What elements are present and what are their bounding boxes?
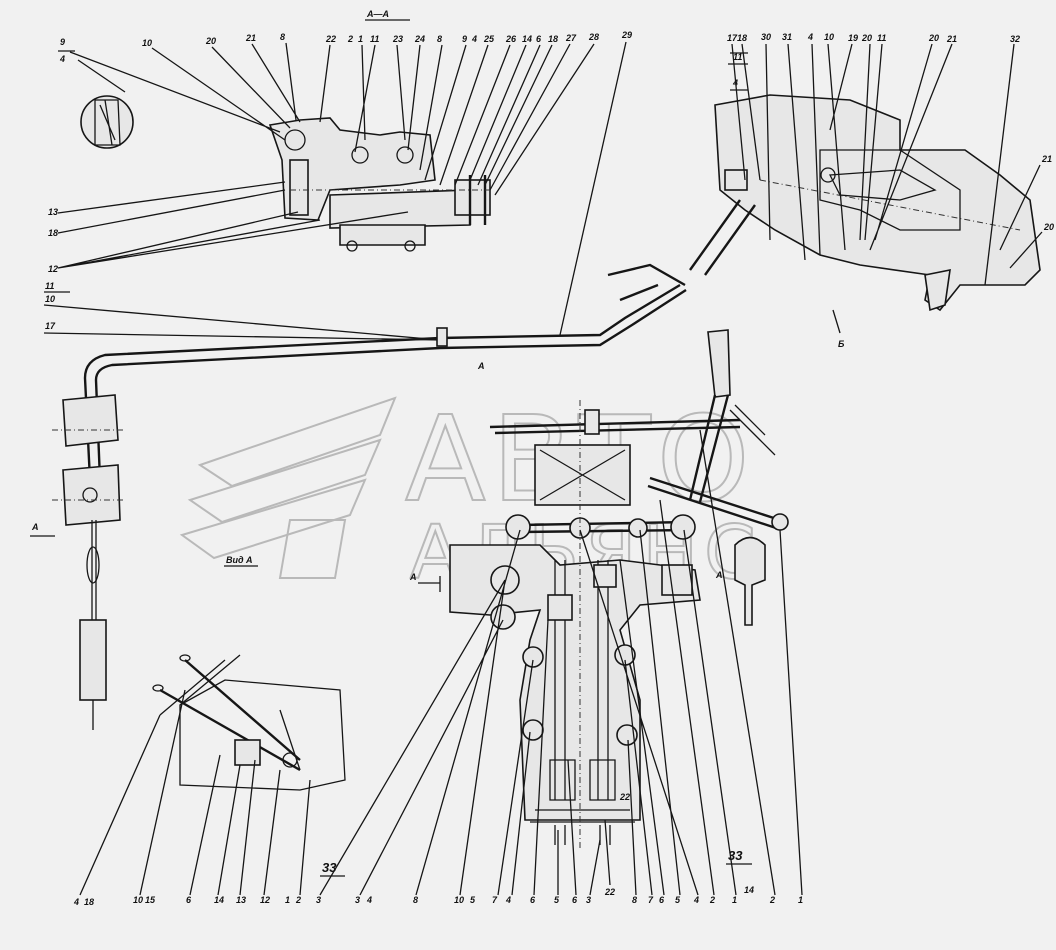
- section-aa-title: А—А: [366, 9, 389, 19]
- callout: 10: [824, 32, 834, 42]
- callout: 10: [454, 895, 464, 905]
- callout: 1: [358, 34, 363, 44]
- callout: 1: [285, 895, 290, 905]
- callout: 22: [325, 34, 336, 44]
- callout: 10: [45, 294, 55, 304]
- callout: 11: [877, 33, 886, 43]
- callout: 22: [604, 887, 615, 897]
- callout: 12: [48, 264, 58, 274]
- callout: 33: [322, 860, 337, 875]
- callout: 18: [737, 33, 747, 43]
- callout: 1: [798, 895, 803, 905]
- callout: 14: [522, 34, 532, 44]
- callout: 32: [1010, 34, 1020, 44]
- callout: 30: [761, 32, 771, 42]
- bottom-callouts: 4 18 10 15 6 14 13 12 1 2 3 3 4 8 10 5 7…: [73, 429, 803, 907]
- callout: 4: [732, 78, 738, 88]
- callout: 10: [142, 38, 152, 48]
- callout: 33: [728, 848, 743, 863]
- callout: 2: [709, 895, 715, 905]
- callout: 14: [744, 885, 754, 895]
- callout: 10: [133, 895, 143, 905]
- callout: 5: [675, 895, 681, 905]
- watermark-logo-icon: [179, 396, 397, 579]
- callout: 27: [565, 33, 577, 43]
- callout: 26: [505, 34, 517, 44]
- callout: 9: [462, 34, 467, 44]
- callout: 6: [572, 895, 578, 905]
- callout: 11: [370, 34, 379, 44]
- callout: 8: [280, 32, 285, 42]
- callout: 24: [414, 34, 425, 44]
- callout: 20: [928, 33, 939, 43]
- callout: 5: [554, 895, 560, 905]
- callout: 3: [316, 895, 321, 905]
- callout: 4: [471, 34, 477, 44]
- top-right-callouts: 17 18 11 4 30 31 4 10 19 20 11 20 21 32 …: [727, 32, 1054, 286]
- callout: 23: [392, 34, 403, 44]
- callout: 13: [48, 207, 58, 217]
- view-b-label: Б: [838, 339, 845, 349]
- callout: 18: [84, 897, 94, 907]
- callout: 18: [548, 34, 558, 44]
- callout: 8: [413, 895, 418, 905]
- callout: 17: [727, 33, 738, 43]
- callout: 20: [1043, 222, 1054, 232]
- callout: 22: [619, 792, 630, 802]
- view-a-label: А: [31, 522, 39, 532]
- callout: 21: [245, 33, 256, 43]
- callout: 6: [536, 34, 542, 44]
- callout: 21: [1041, 154, 1052, 164]
- section-aa-view: А—А: [80, 9, 491, 252]
- callout: 28: [588, 32, 599, 42]
- callout: 4: [693, 895, 699, 905]
- callout: 5: [470, 895, 476, 905]
- callout: 29: [621, 30, 632, 40]
- callout: 2: [769, 895, 775, 905]
- callout: 1: [732, 895, 737, 905]
- callout: 4: [807, 32, 813, 42]
- callout: 9: [60, 37, 65, 47]
- callout: 20: [205, 36, 216, 46]
- callout: 17: [45, 321, 56, 331]
- bottom-left-view: [152, 654, 346, 791]
- callout: 13: [236, 895, 246, 905]
- callout: 11: [45, 281, 54, 291]
- callout: 8: [632, 895, 637, 905]
- callout: 6: [530, 895, 536, 905]
- callout: 14: [214, 895, 224, 905]
- callout: 12: [260, 895, 270, 905]
- callout: 8: [437, 34, 442, 44]
- callout: 3: [355, 895, 360, 905]
- callout: 19: [848, 33, 858, 43]
- callout: 4: [505, 895, 511, 905]
- callout: 21: [946, 34, 957, 44]
- callout: 4: [73, 897, 79, 907]
- callout: 18: [48, 228, 58, 238]
- callout: 20: [861, 33, 872, 43]
- section-aa-callouts: 9 4 10 20 21 8 22 2 1 11 23 24 8 9 4 25 …: [58, 30, 632, 336]
- callout: 4: [59, 54, 65, 64]
- left-callouts: 13 18 12 11 10 17: [43, 181, 441, 341]
- callout: 6: [659, 895, 665, 905]
- callout: 3: [586, 895, 591, 905]
- section-arrow-label: А: [715, 570, 723, 580]
- section-arrow-label: А: [409, 572, 417, 582]
- callout: 31: [782, 32, 792, 42]
- callout: 11: [733, 52, 742, 62]
- callout: 15: [145, 895, 156, 905]
- callout: 7: [492, 895, 498, 905]
- control-rod: А: [30, 263, 687, 730]
- callout: 6: [186, 895, 192, 905]
- main-assembly: 22 А А Вид А А: [224, 329, 789, 850]
- callout: 25: [483, 34, 495, 44]
- callout: 4: [366, 895, 372, 905]
- view-label: Вид А: [226, 555, 253, 565]
- callout: 2: [295, 895, 301, 905]
- callout: 2: [347, 34, 353, 44]
- view-label: А: [477, 361, 485, 371]
- callout: 7: [648, 895, 654, 905]
